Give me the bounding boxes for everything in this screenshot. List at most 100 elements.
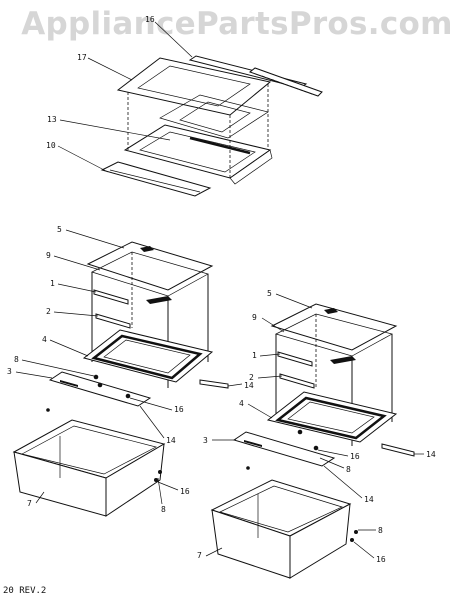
label-4-right: 4	[239, 399, 244, 408]
leader-2-left	[53, 311, 99, 317]
crisper-glass-right	[287, 401, 375, 434]
label-3-left: 3	[7, 367, 12, 376]
slide-rail-2-right	[279, 373, 315, 389]
leader-13	[59, 119, 171, 141]
crisper-cover-5-right	[270, 303, 398, 351]
leader-7-right	[205, 547, 223, 557]
screw-16-right	[350, 538, 354, 542]
label-14-left-b: 14	[166, 436, 176, 445]
leader-2-right	[257, 375, 283, 379]
crisper-glass	[103, 339, 191, 374]
label-16-right-b: 16	[376, 555, 386, 564]
label-16-right-a: 16	[350, 452, 360, 461]
label-13: 13	[47, 115, 57, 124]
label-14-left-a: 14	[244, 381, 254, 390]
leader-1-left	[57, 283, 97, 293]
leader-16-top	[154, 21, 193, 58]
leader-16-left-b	[157, 481, 179, 491]
leader-9-right	[261, 317, 285, 333]
label-14-right-b: 14	[364, 495, 374, 504]
leader-16-right-a	[317, 449, 349, 457]
leader-16-right-b	[353, 541, 375, 559]
leader-7-left	[35, 491, 45, 504]
screw-16	[125, 393, 131, 399]
label-8-left-a: 8	[14, 355, 19, 364]
slide-rail-2	[95, 313, 131, 329]
diagram-footer-revision: 20 REV.2	[3, 586, 47, 596]
label-1-right: 1	[252, 351, 257, 360]
label-16-left-b: 16	[180, 487, 190, 496]
crisper-frame-4	[82, 329, 214, 383]
label-3-right: 3	[203, 436, 208, 445]
screw-8-right	[297, 429, 303, 435]
glass-plate-inner	[179, 101, 251, 133]
crisper-frame-4-inner	[91, 334, 203, 380]
label-9-right: 9	[252, 313, 257, 322]
leader-14-right-b	[323, 465, 363, 499]
crisper-drawer-7-side	[105, 443, 165, 517]
leader-8-left-b	[157, 477, 163, 505]
leader-14-left	[227, 383, 243, 387]
leader-8-right-a	[319, 457, 345, 469]
leader-10	[57, 145, 109, 173]
bracket-14-right	[381, 443, 415, 457]
screw-8	[93, 374, 99, 380]
label-7-left: 7	[27, 499, 32, 508]
crisper-cover-5	[86, 241, 214, 291]
crisper-drawer-7-right-side	[289, 503, 351, 579]
leader-8-left	[21, 359, 95, 377]
screw-8	[158, 470, 162, 474]
screw-16-right	[313, 445, 319, 451]
trim-slot-right	[244, 440, 262, 447]
label-8-left-b: 8	[161, 505, 166, 514]
label-10: 10	[46, 141, 56, 150]
screw-16	[154, 478, 158, 482]
label-9-left: 9	[46, 251, 51, 260]
screw-16-right	[246, 466, 250, 470]
leader-4-left	[49, 339, 89, 357]
front-trim-3	[48, 371, 152, 407]
label-2-left: 2	[46, 307, 51, 316]
label-5-right: 5	[267, 289, 272, 298]
cover-tab-right	[324, 308, 338, 314]
leader-5-right	[275, 293, 313, 309]
leader-14-left-b	[139, 405, 165, 439]
label-16-top: 16	[145, 15, 155, 24]
rail-hatching	[261, 75, 313, 95]
housing-right-vent	[330, 356, 356, 364]
top-shelf-assembly: 16 17 13 10	[46, 15, 323, 197]
frame-side	[229, 149, 273, 185]
label-16-left: 16	[174, 405, 184, 414]
label-17: 17	[77, 53, 87, 62]
frame-rail	[189, 136, 251, 155]
label-14-right-a: 14	[426, 450, 436, 459]
crisper-drawer-7-right-rim	[219, 485, 343, 533]
leader-1-right	[259, 353, 281, 357]
leader-16-left	[129, 397, 173, 411]
screw-16	[46, 408, 50, 412]
screw-8	[97, 382, 103, 388]
label-8-right-a: 8	[346, 465, 351, 474]
trim-line	[109, 169, 201, 193]
leader-3-left	[15, 371, 53, 379]
label-7-right: 7	[197, 551, 202, 560]
label-2-right: 2	[249, 373, 254, 382]
trim-slot	[60, 380, 78, 387]
leader-9-left	[53, 255, 101, 271]
front-trim-3-right	[232, 431, 336, 467]
glass-shelf-17	[116, 57, 272, 116]
right-crisper-assembly: 5 9 1 2 4 14 3 16 8 14 7 8 16	[197, 289, 436, 579]
leader-17	[87, 57, 133, 81]
label-1-left: 1	[50, 279, 55, 288]
leader-4-right	[247, 403, 273, 419]
housing-vent	[146, 296, 172, 304]
label-5-left: 5	[57, 225, 62, 234]
slide-rail-1-right	[277, 351, 313, 367]
bracket-14	[199, 379, 229, 389]
label-4-left: 4	[42, 335, 47, 344]
crisper-frame-4-right	[266, 391, 398, 443]
leader-5-left	[65, 229, 125, 249]
screw-8-right	[354, 530, 358, 534]
cover-tab	[140, 246, 154, 252]
